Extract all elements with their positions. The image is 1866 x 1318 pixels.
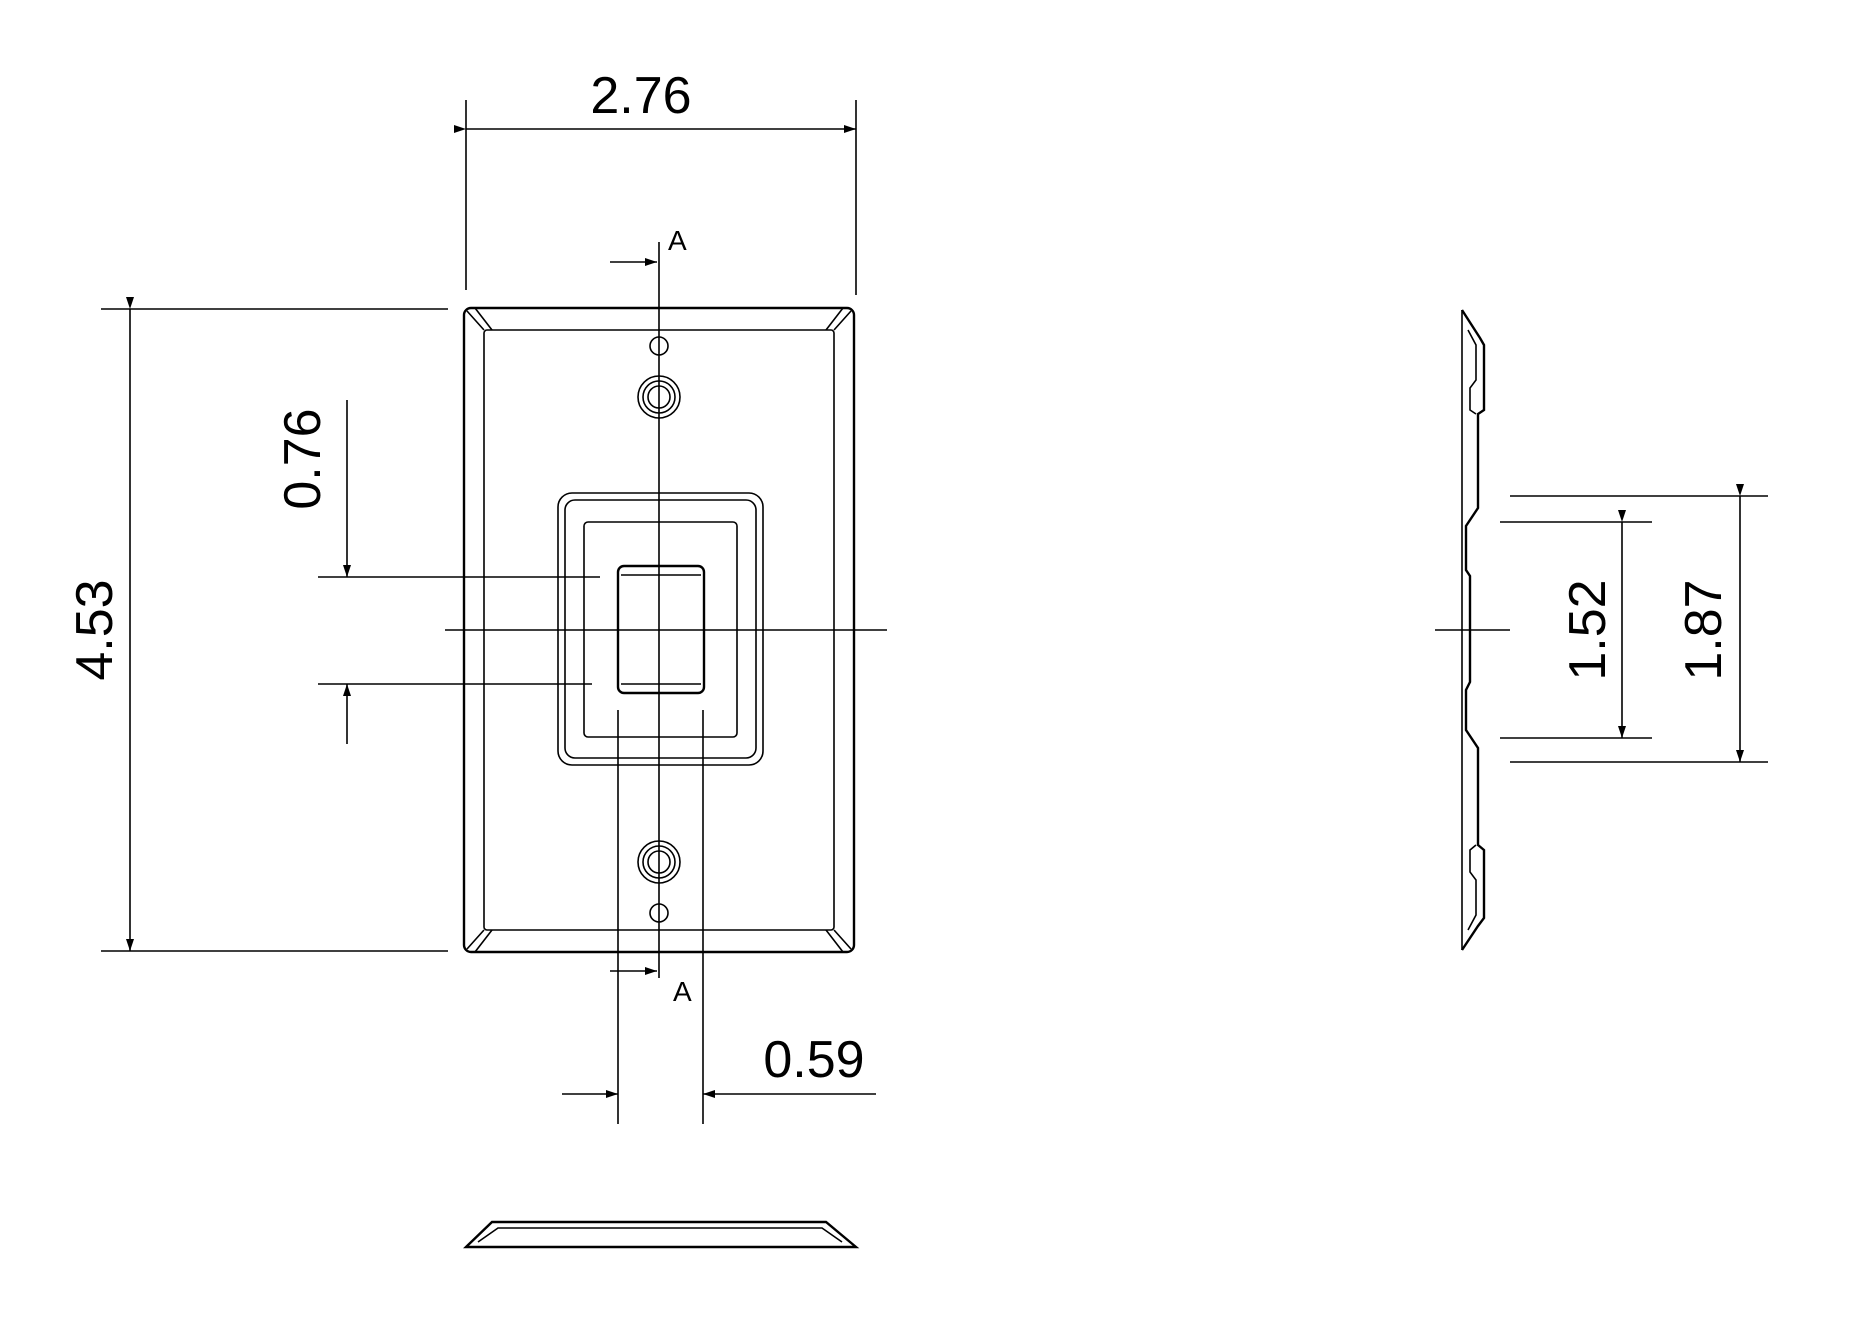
section-mark-top: A: [610, 225, 687, 266]
front-view: A A 2.76 4.53 0.76: [66, 67, 887, 1124]
bottom-view: [463, 1220, 860, 1249]
toggle-width-label: 0.59: [763, 1031, 864, 1089]
toggle-frame-outer-2: [564, 499, 757, 759]
side-view: 1.52 1.87: [1435, 309, 1768, 951]
dimension-overall-width: 2.76: [454, 67, 857, 295]
dimension-toggle-height: 0.76: [274, 400, 600, 744]
toggle-frame-outer: [557, 492, 764, 766]
overall-width-label: 2.76: [590, 67, 691, 125]
dimension-frame-inner-height: 1.52: [1500, 510, 1652, 739]
bevel-corners: [466, 307, 852, 953]
section-label-bottom: A: [673, 976, 692, 1007]
section-label-top: A: [668, 225, 687, 256]
frame-outer-height-label: 1.87: [1675, 579, 1733, 680]
section-mark-bottom: A: [610, 967, 692, 1007]
dimension-frame-outer-height: 1.87: [1510, 484, 1768, 763]
overall-height-label: 4.53: [66, 579, 124, 680]
dimension-toggle-width: 0.59: [562, 710, 876, 1124]
frame-inner-height-label: 1.52: [1559, 579, 1617, 680]
toggle-height-label: 0.76: [274, 408, 332, 509]
dimension-overall-height: 4.53: [66, 297, 448, 952]
